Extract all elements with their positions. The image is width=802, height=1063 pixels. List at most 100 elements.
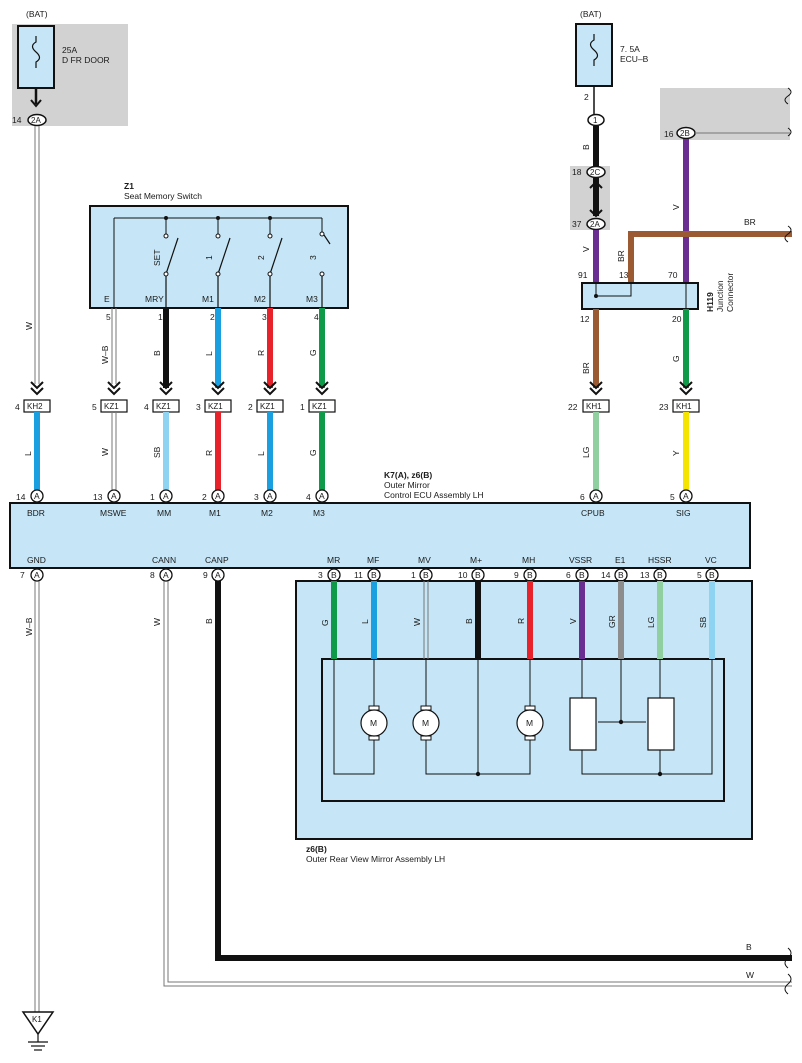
h119-box <box>581 282 699 310</box>
svg-text:9: 9 <box>514 570 519 580</box>
svg-text:B: B <box>464 618 474 624</box>
motor-icon <box>516 705 544 741</box>
conn-kz1-label-2: KZ1 <box>156 402 171 411</box>
svg-text:BDR: BDR <box>27 508 45 518</box>
k7-box <box>9 502 751 569</box>
svg-text:R: R <box>516 618 526 624</box>
kz1-pin-2: 2 <box>248 402 253 412</box>
svg-text:6: 6 <box>566 570 571 580</box>
svg-text:5: 5 <box>697 570 702 580</box>
wire-label-w-cann: W <box>152 618 162 626</box>
conn-kh1-label-2: KH1 <box>676 402 692 411</box>
wire-label-wb: W–B <box>100 345 110 364</box>
conn-kz1-label-1: KZ1 <box>104 402 119 411</box>
conn-2c-label: 2C <box>590 168 600 177</box>
k7-top-conn-a-labels: A A A A A A A A <box>34 491 689 501</box>
svg-text:A: A <box>267 491 273 501</box>
svg-text:HSSR: HSSR <box>648 555 672 565</box>
wire-label-y-sig: Y <box>671 450 681 456</box>
svg-text:MV: MV <box>418 555 431 565</box>
svg-text:A: A <box>34 570 40 580</box>
wire-label-g-m3b: G <box>308 449 318 456</box>
svg-text:13: 13 <box>640 570 650 580</box>
c2c-pin: 18 <box>572 167 582 177</box>
z6-wire-labels: G L W B R V GR LG SB <box>320 615 708 628</box>
kz1-pin-5: 5 <box>92 402 97 412</box>
z6-terms: MR MF MV M+ MH VSSR E1 HSSR VC <box>327 555 717 565</box>
svg-text:GND: GND <box>27 555 46 565</box>
z1-code: Z1 <box>124 181 134 191</box>
svg-text:GR: GR <box>607 615 617 628</box>
k7-top-terms: BDR MSWE MM M1 M2 M3 CPUB SIG <box>27 508 691 518</box>
conn-2a-right <box>586 217 606 231</box>
svg-text:SB: SB <box>698 616 708 628</box>
k7-bot-terms: GND CANN CANP <box>27 555 229 565</box>
svg-text:7: 7 <box>20 570 25 580</box>
k7-top-pins: 14 13 1 2 3 4 6 5 <box>16 492 675 502</box>
svg-text:B: B <box>331 570 337 580</box>
wire-label-b-bottom: B <box>746 942 752 952</box>
conn-2c <box>586 165 606 179</box>
z6-code: z6(B) <box>306 844 327 854</box>
z1-term-mry: MRY <box>145 294 164 304</box>
svg-text:MF: MF <box>367 555 379 565</box>
svg-text:3: 3 <box>254 492 259 502</box>
z1-term-m3: M3 <box>306 294 318 304</box>
h119-pin-13: 13 <box>619 270 629 280</box>
z1-pin-1: 1 <box>158 312 163 322</box>
svg-text:MR: MR <box>327 555 340 565</box>
bat-label-left: (BAT) <box>26 9 48 19</box>
ground-k1-triangle <box>21 1011 55 1036</box>
wire-label-v-70: V <box>671 204 681 210</box>
k7-bot-pins: 7 8 9 <box>20 570 208 580</box>
switch-1: 1 <box>204 255 214 260</box>
conn-2a-left-label: 2A <box>31 116 41 125</box>
svg-text:B: B <box>371 570 377 580</box>
ground-icon <box>28 1041 48 1051</box>
arrow-up-icon <box>589 180 603 189</box>
h119-pin-91: 91 <box>578 270 588 280</box>
svg-text:CANP: CANP <box>205 555 229 565</box>
kz1-pin-3: 3 <box>196 402 201 412</box>
z1-term-m2: M2 <box>254 294 266 304</box>
svg-text:LG: LG <box>646 617 656 628</box>
wire-label-g-m3: G <box>308 349 318 356</box>
svg-text:M: M <box>422 718 429 728</box>
svg-text:B: B <box>527 570 533 580</box>
svg-text:M3: M3 <box>313 508 325 518</box>
k7-name1: Outer Mirror <box>384 480 430 490</box>
svg-text:14: 14 <box>16 492 26 502</box>
svg-text:5: 5 <box>670 492 675 502</box>
wire-label-br-12: BR <box>581 362 591 374</box>
z6-name: Outer Rear View Mirror Assembly LH <box>306 854 445 864</box>
conn-2b-label: 2B <box>680 129 690 138</box>
svg-text:A: A <box>593 491 599 501</box>
svg-text:10: 10 <box>458 570 468 580</box>
break-icon <box>784 87 792 137</box>
svg-text:M2: M2 <box>261 508 273 518</box>
h119-pin-12: 12 <box>580 314 590 324</box>
h119-name2: Connector <box>725 273 735 312</box>
break-icon <box>784 225 792 243</box>
fuse-left-box <box>17 25 55 89</box>
svg-text:4: 4 <box>306 492 311 502</box>
svg-text:14: 14 <box>601 570 611 580</box>
ground-k1-label: K1 <box>32 1015 42 1024</box>
wire-label-r-m1: R <box>204 450 214 456</box>
svg-text:A: A <box>215 570 221 580</box>
svg-text:B: B <box>423 570 429 580</box>
z1-box <box>89 205 349 309</box>
wire-label-b-canp: B <box>204 618 214 624</box>
svg-text:1: 1 <box>411 570 416 580</box>
svg-text:A: A <box>319 491 325 501</box>
motor-icon <box>412 705 440 741</box>
wire-label-v-91: V <box>581 246 591 252</box>
switch-3: 3 <box>308 255 318 260</box>
svg-text:VC: VC <box>705 555 717 565</box>
h119-name1: Junction <box>715 280 725 312</box>
svg-text:11: 11 <box>354 570 363 580</box>
wire-label-l-bdr: L <box>23 451 33 456</box>
svg-text:A: A <box>683 491 689 501</box>
wire-label-l-m1: L <box>204 351 214 356</box>
wire-label-l-m2: L <box>256 451 266 456</box>
